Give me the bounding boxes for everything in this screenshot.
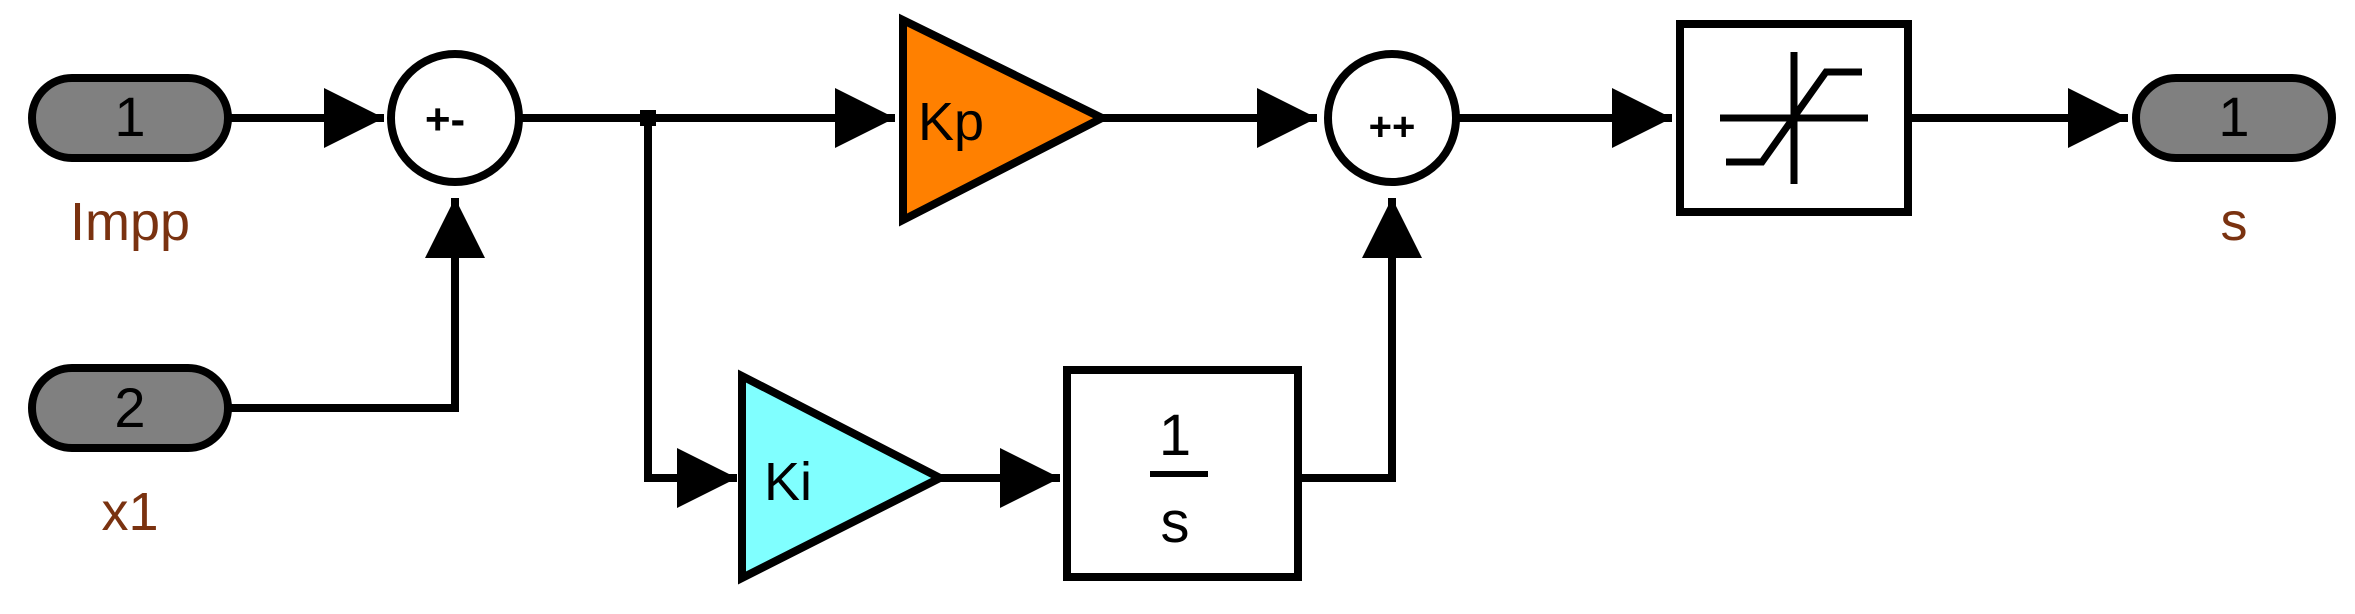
gain-kp-triangle bbox=[899, 13, 1111, 227]
signal-branch-to-ki[interactable] bbox=[644, 118, 737, 508]
gain-kp[interactable]: Kp bbox=[899, 13, 1111, 227]
inport-1-shape bbox=[28, 74, 232, 162]
sum-1-signs: +- bbox=[425, 95, 465, 144]
integrator-numerator: 1 bbox=[1159, 403, 1191, 468]
inport-2-number: 2 bbox=[114, 376, 145, 439]
sum-block-1[interactable]: +- bbox=[387, 50, 523, 186]
saturation-icon bbox=[1720, 52, 1868, 184]
inport-1-name: Impp bbox=[70, 192, 190, 252]
integrator-block[interactable]: 1 s bbox=[1063, 366, 1302, 581]
sum-2-circle bbox=[1324, 50, 1460, 186]
inport-2-name: x1 bbox=[101, 482, 158, 542]
outport-1[interactable]: 1 s bbox=[2132, 74, 2336, 252]
outport-1-name: s bbox=[2221, 192, 2248, 252]
saturation-block[interactable] bbox=[1676, 20, 1912, 216]
inport-2[interactable]: 2 x1 bbox=[28, 364, 232, 542]
gain-kp-label: Kp bbox=[918, 92, 984, 152]
inport-1[interactable]: 1 Impp bbox=[28, 74, 232, 252]
gain-ki-triangle bbox=[738, 369, 949, 585]
sum-block-2[interactable]: ++ bbox=[1324, 50, 1460, 186]
outport-1-shape bbox=[2132, 74, 2336, 162]
outport-1-number: 1 bbox=[2218, 85, 2249, 148]
gain-ki[interactable]: Ki bbox=[738, 369, 949, 585]
sum-2-signs: ++ bbox=[1369, 105, 1416, 149]
gain-ki-label: Ki bbox=[764, 452, 812, 512]
sum-1-circle bbox=[387, 50, 523, 186]
inport-2-shape bbox=[28, 364, 232, 452]
integrator-denominator: s bbox=[1161, 490, 1190, 555]
inport-1-number: 1 bbox=[114, 85, 145, 148]
signal-in2-to-sum1[interactable] bbox=[228, 198, 485, 412]
signal-integrator-to-sum2[interactable] bbox=[1298, 198, 1422, 482]
branch-point bbox=[640, 110, 656, 126]
